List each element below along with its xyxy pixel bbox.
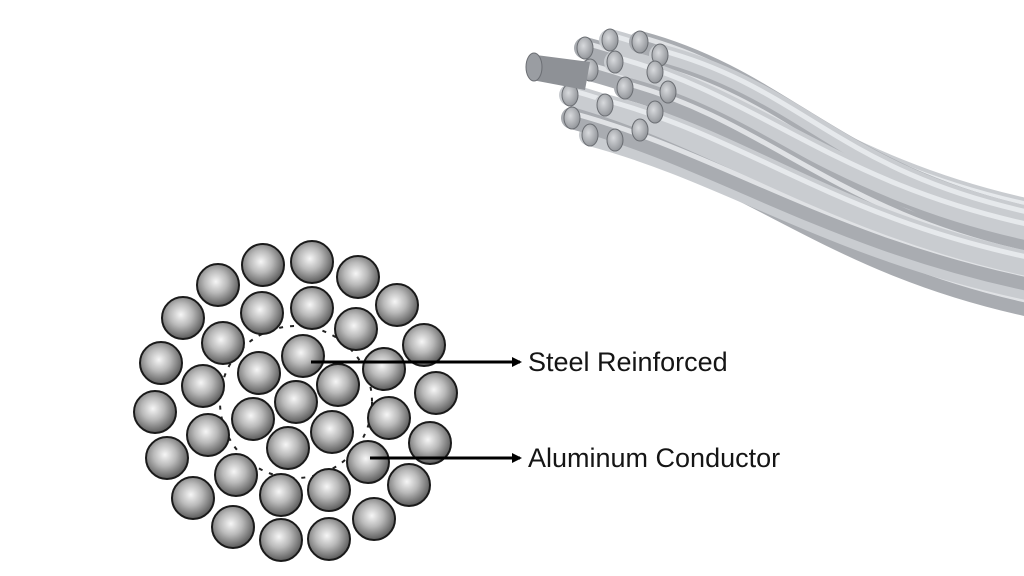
steel-strand bbox=[310, 410, 354, 454]
cable-wire bbox=[649, 44, 1024, 228]
steel-strand bbox=[274, 380, 318, 424]
wire-end-cap bbox=[606, 128, 624, 152]
strand-cross-section bbox=[133, 240, 458, 562]
aluminum-strand bbox=[139, 341, 183, 385]
aluminum-strand bbox=[290, 240, 334, 284]
steel-strand bbox=[231, 397, 275, 441]
wire-end-cap bbox=[576, 36, 594, 60]
aluminum-strand bbox=[133, 390, 177, 434]
wire-end-cap bbox=[616, 76, 634, 100]
steel-strand bbox=[316, 363, 360, 407]
aluminum-strand bbox=[214, 453, 258, 497]
aluminum-strand bbox=[240, 291, 284, 335]
aluminum-strand bbox=[290, 286, 334, 330]
aluminum-strand bbox=[196, 263, 240, 307]
steel-core-wire bbox=[532, 55, 590, 90]
cable-illustration bbox=[525, 28, 1024, 316]
aluminum-strand bbox=[336, 255, 380, 299]
wire-end-cap bbox=[659, 80, 677, 104]
core-boundary bbox=[219, 325, 373, 479]
aluminum-strand bbox=[186, 413, 230, 457]
wire-end-cap bbox=[606, 50, 624, 74]
wire-end-cap bbox=[601, 28, 619, 52]
cable-wire-highlight bbox=[614, 54, 1024, 226]
aluminum-strand bbox=[307, 517, 351, 561]
aluminum-conductor-label: Aluminum Conductor bbox=[528, 443, 781, 473]
wire-end-cap bbox=[631, 118, 649, 142]
aluminum-strand bbox=[346, 440, 390, 484]
aluminum-strand bbox=[161, 296, 205, 340]
wire-end-cap bbox=[596, 93, 614, 117]
aluminum-strand bbox=[387, 463, 431, 507]
cable-wire-highlight bbox=[604, 97, 1024, 259]
steel-core-end-cap bbox=[525, 52, 543, 82]
aluminum-strand bbox=[362, 347, 406, 391]
aluminum-strand bbox=[181, 364, 225, 408]
wire-end-cap bbox=[646, 60, 664, 84]
aluminum-strand bbox=[259, 473, 303, 517]
aluminum-strand bbox=[241, 243, 285, 287]
wire-end-cap bbox=[581, 123, 599, 147]
aluminum-strand bbox=[402, 323, 446, 367]
aluminum-strand bbox=[201, 321, 245, 365]
aluminum-strand bbox=[367, 396, 411, 440]
cable-wire bbox=[594, 94, 1024, 273]
aluminum-strand bbox=[408, 421, 452, 465]
cable-wire-highlight bbox=[659, 47, 1024, 214]
wire-end-cap bbox=[631, 30, 649, 54]
steel-strand bbox=[281, 334, 325, 378]
aluminum-strand bbox=[375, 283, 419, 327]
aluminum-strand bbox=[352, 497, 396, 541]
wire-end-cap bbox=[563, 106, 581, 130]
wire-end-cap bbox=[646, 100, 664, 124]
cable-wire bbox=[561, 107, 1024, 291]
aluminum-strand bbox=[171, 476, 215, 520]
aluminum-strand bbox=[334, 307, 378, 351]
aluminum-strand bbox=[259, 518, 303, 562]
aluminum-strand bbox=[414, 371, 458, 415]
aluminum-strand bbox=[211, 505, 255, 549]
aluminum-strand bbox=[145, 436, 189, 480]
aluminum-strand bbox=[307, 468, 351, 512]
steel-strand bbox=[266, 426, 310, 470]
cable-wire bbox=[604, 51, 1024, 240]
steel-strand bbox=[237, 351, 281, 395]
steel-reinforced-label: Steel Reinforced bbox=[528, 347, 728, 377]
